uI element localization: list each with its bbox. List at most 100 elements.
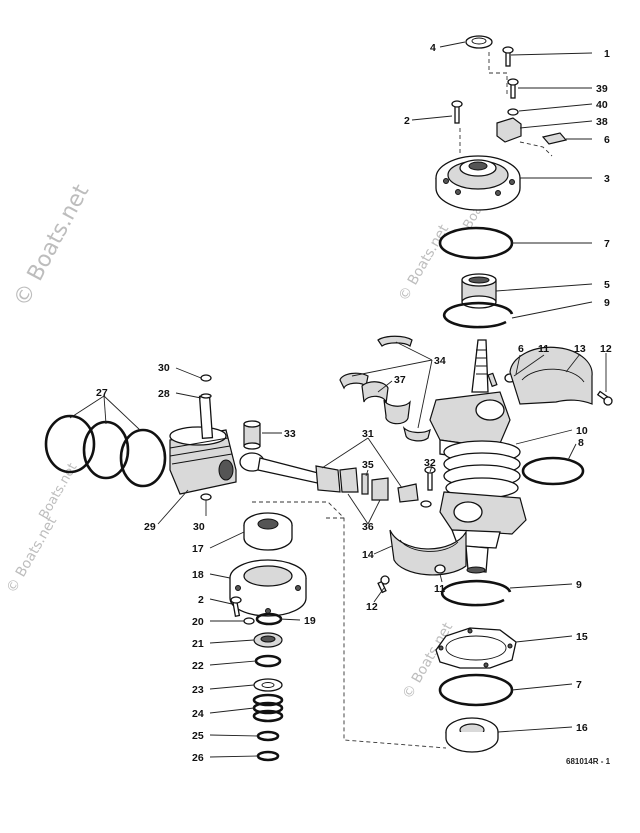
callout-23: 23 (192, 684, 204, 696)
washer-part-40 (507, 108, 519, 116)
callout-33: 33 (284, 428, 296, 440)
callout-27: 27 (96, 387, 108, 399)
callout-13: 13 (574, 343, 586, 355)
callout-10: 10 (576, 425, 588, 437)
dashed-guide-top (488, 52, 508, 97)
callout-36: 36 (362, 521, 374, 533)
callout-12-upper: 12 (600, 343, 612, 355)
needle-bearing-part-33 (243, 420, 261, 450)
pin-part-35 (361, 473, 369, 495)
callout-40: 40 (596, 99, 608, 111)
bracket-part-38 (496, 117, 522, 143)
gasket-part-15 (435, 627, 517, 669)
callout-16: 16 (576, 722, 588, 734)
leader-lines (69, 41, 607, 758)
watermark-faint-1: © Boats.net (4, 514, 61, 596)
ring-part-26 (256, 750, 280, 762)
callout-35: 35 (362, 459, 374, 471)
seal-ring-part-8 (521, 456, 585, 486)
o-ring-part-7-lower (438, 673, 514, 707)
bearing-cage-part-14 (389, 529, 467, 576)
plate-part-16 (445, 717, 499, 753)
clip-part-30-bottom (200, 493, 212, 501)
bearing-cage-part-13 (509, 346, 593, 405)
callout-9-lower: 9 (576, 579, 582, 591)
connecting-rod-part-31 (239, 452, 341, 493)
callout-30-top: 30 (158, 362, 170, 374)
bearing-half-part-34-c (402, 425, 431, 442)
callout-19: 19 (304, 615, 316, 627)
roller-cage-part-36-a (339, 467, 359, 493)
callout-17: 17 (192, 543, 204, 555)
callout-3: 3 (604, 173, 610, 185)
watermark-main: © Boats.net (9, 180, 94, 311)
roller-cage-part-36-b (371, 477, 389, 501)
clip-part-6-top (541, 132, 568, 145)
dowel-part-11-lower (434, 564, 446, 574)
callout-9-top: 9 (604, 297, 610, 309)
callout-11-lower: 11 (434, 583, 445, 595)
piston-ring-part-27-a (44, 414, 96, 474)
watermark-faint-2: © Boats.net (396, 222, 453, 304)
bearing-part-17 (243, 512, 293, 551)
callout-24: 24 (192, 708, 204, 720)
reference-code: 681014R - 1 (566, 757, 611, 766)
retaining-ring-part-9-lower (440, 579, 512, 607)
callout-38: 38 (596, 116, 608, 128)
crankshaft-part-10 (429, 339, 527, 574)
callout-7-top: 7 (604, 238, 610, 250)
callout-12-lower: 12 (366, 601, 378, 613)
callout-11-upper: 11 (538, 343, 549, 355)
washer-part-20 (243, 617, 255, 625)
callout-15: 15 (576, 631, 588, 643)
callout-37: 37 (394, 374, 406, 386)
callout-29: 29 (144, 521, 156, 533)
upper-housing-group (435, 35, 568, 329)
callout-31: 31 (362, 428, 374, 440)
lower-housing-part-18 (229, 559, 307, 617)
callout-25: 25 (192, 730, 204, 742)
piston-part-29 (169, 426, 237, 495)
callout-20: 20 (192, 616, 204, 628)
callout-26: 26 (192, 752, 204, 764)
ring-part-22 (254, 654, 282, 668)
roller-cage-part-37-b (383, 399, 411, 425)
callout-6-mid: 6 (518, 343, 524, 355)
dowel-pin-part-6 (487, 372, 498, 388)
callout-2-top: 2 (404, 115, 410, 127)
callout-39: 39 (596, 83, 608, 95)
washer-part-23 (253, 678, 283, 692)
piston-ring-part-27-c (119, 428, 167, 488)
callout-14: 14 (362, 549, 374, 561)
ring-part-25 (256, 730, 280, 742)
callout-21: 21 (192, 638, 204, 650)
o-ring-part-7-top (438, 226, 514, 260)
callout-32: 32 (424, 457, 436, 469)
callout-8: 8 (578, 437, 584, 449)
callout-4: 4 (430, 42, 436, 54)
callout-7-lower: 7 (576, 679, 582, 691)
callout-28: 28 (158, 388, 170, 400)
screw-part-12-lower (377, 580, 387, 594)
housing-part-3 (435, 155, 521, 211)
screw-part-2-top (454, 104, 460, 124)
bearing-half-part-34-b (377, 335, 413, 347)
callout-6-top: 6 (604, 134, 610, 146)
callout-2-lower: 2 (198, 594, 204, 606)
rod-cap-part-31 (397, 483, 419, 503)
callout-30-bottom: 30 (193, 521, 205, 533)
callout-5: 5 (604, 279, 610, 291)
screw-washer-32 (420, 500, 432, 508)
piston-pin-part-28 (198, 393, 214, 439)
callout-22: 22 (192, 660, 204, 672)
bearing-half-part-34-a (339, 372, 369, 390)
callout-34: 34 (434, 355, 446, 367)
callout-18: 18 (192, 569, 204, 581)
retaining-ring-part-9-top (442, 301, 514, 329)
seal-part-4 (465, 35, 493, 49)
callout-labels: 4 1 39 40 38 2 6 3 7 5 9 6 11 13 12 10 8… (96, 42, 612, 764)
seal-part-21 (253, 632, 283, 648)
clip-part-30-top (200, 374, 212, 382)
callout-1: 1 (604, 48, 610, 60)
